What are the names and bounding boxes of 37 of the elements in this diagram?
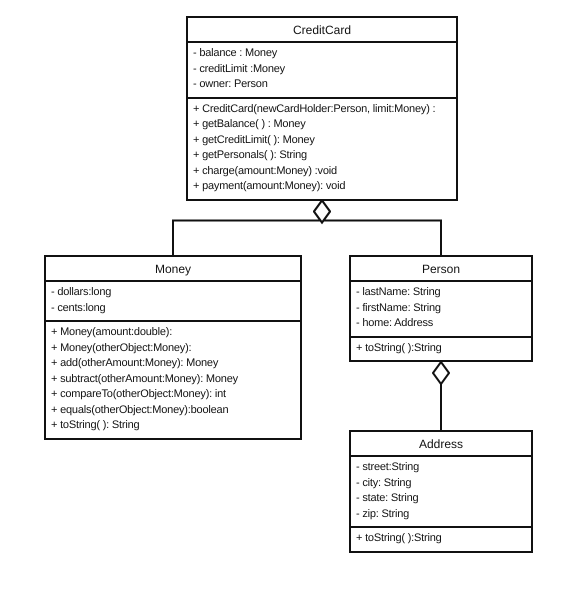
member-text: + getBalance( ) : Money [193, 117, 307, 132]
member-text: + Money(amount:double): [51, 325, 174, 340]
member-text: + add(otherAmount:Money): Money [51, 356, 220, 371]
member-text: + getCreditLimit( ): Money [193, 132, 316, 148]
member-text: + subtract(otherAmount:Money): Money [51, 372, 239, 386]
member-text: - owner: Person [193, 77, 269, 92]
member-text: - state: String [356, 491, 420, 506]
aggregation-connector [432, 361, 450, 430]
member-text: - balance : Money [193, 46, 278, 61]
member-text: + toString( ):String [356, 531, 443, 546]
class-box [186, 16, 458, 200]
member-text: + toString( ): String [51, 418, 140, 433]
member-text: - creditLimit :Money [193, 62, 286, 76]
member-text: + CreditCard(newCardHolder:Person, limit:Money) : [193, 102, 436, 116]
class-box [44, 255, 302, 440]
class-name: Money [154, 261, 192, 278]
member-text: + toString( ):String [356, 340, 443, 356]
member-text: + equals(otherObject:Money):boolean [51, 402, 230, 418]
class-name: CreditCard [292, 22, 352, 39]
member-text: + compareTo(otherObject:Money): int [51, 387, 227, 402]
class-name: Person [420, 261, 462, 278]
member-text: + Money(otherObject:Money): [51, 340, 192, 356]
class-box [349, 430, 533, 552]
member-text: - zip: String [356, 506, 410, 522]
member-text: - street:String [356, 460, 420, 475]
member-text: + charge(amount:Money) :void [193, 164, 338, 178]
member-text: - firstName: String [356, 300, 442, 316]
member-text: - home: Address [356, 316, 434, 331]
member-text: - lastName: String [356, 285, 442, 300]
class-name: Address [418, 436, 464, 453]
member-text: + getPersonals( ): String [193, 148, 308, 163]
member-text: - dollars:long [51, 285, 112, 300]
member-text: - cents:long [51, 300, 106, 316]
aggregation-connector [313, 200, 442, 255]
member-text: + payment(amount:Money): void [193, 179, 346, 194]
class-box [349, 255, 533, 362]
member-text: - city: String [356, 476, 412, 490]
